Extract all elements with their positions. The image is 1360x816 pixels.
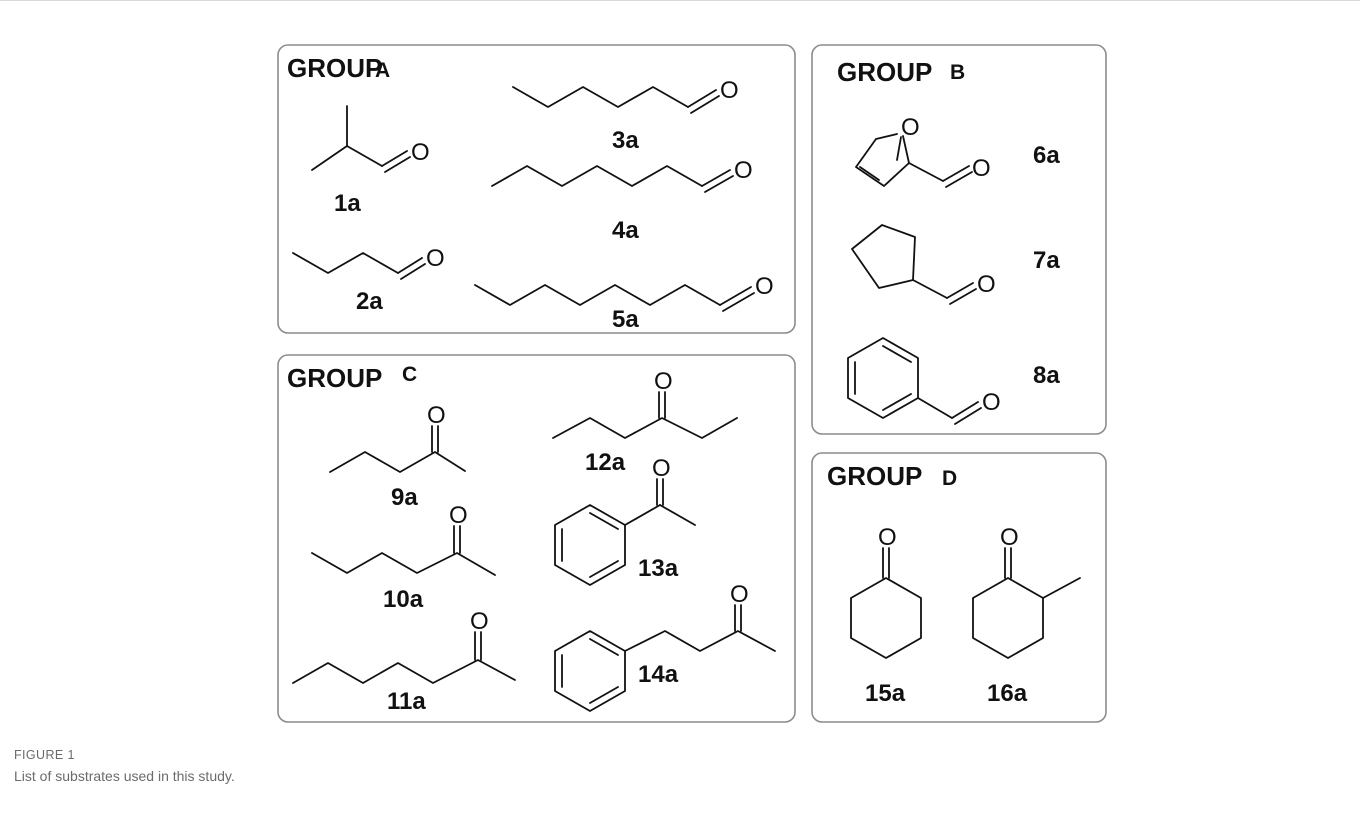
group-a-panel: GROUP A O 1a O 2a O 3a	[277, 44, 796, 334]
oxygen-atom: O	[449, 502, 468, 529]
structure-16a: O	[972, 524, 1081, 659]
structure-4a: O	[491, 157, 753, 193]
caption-label: FIGURE 1	[14, 748, 75, 762]
oxygen-atom: O	[734, 157, 753, 184]
oxygen-atom: O	[878, 524, 897, 551]
oxygen-atom: O	[426, 245, 445, 272]
group-d-letter: D	[942, 467, 957, 490]
group-d-panel: GROUP D O 15a O 16a	[811, 452, 1107, 723]
structure-12a: O	[552, 368, 738, 439]
structure-13a: O	[554, 455, 696, 586]
oxygen-atom: O	[654, 368, 673, 395]
compound-label-13a: 13a	[638, 555, 679, 582]
group-b-panel: GROUP B O O 6a O 7a	[811, 44, 1107, 435]
structure-3a: O	[512, 77, 739, 114]
caption-text: List of substrates used in this study.	[14, 768, 235, 784]
group-c-panel: GROUP C O 9a O 10a O 11a	[277, 354, 796, 723]
group-c-letter: C	[402, 363, 417, 386]
compound-label-3a: 3a	[612, 127, 639, 154]
group-b-frame	[811, 44, 1107, 435]
oxygen-atom: O	[901, 114, 920, 141]
group-a-title: GROUP	[287, 53, 382, 83]
compound-label-8a: 8a	[1033, 362, 1060, 389]
compound-label-14a: 14a	[638, 661, 679, 688]
compound-label-5a: 5a	[612, 306, 639, 333]
oxygen-atom: O	[1000, 524, 1019, 551]
compound-label-7a: 7a	[1033, 247, 1060, 274]
structure-8a: O	[847, 337, 1001, 425]
group-c-title: GROUP	[287, 363, 382, 393]
substrate-figure: GROUP A O 1a O 2a O 3a	[277, 44, 1107, 723]
group-d-title: GROUP	[827, 461, 922, 491]
top-rule	[0, 0, 1360, 1]
structure-14a: O	[554, 581, 776, 712]
structure-5a: O	[474, 273, 774, 312]
compound-label-6a: 6a	[1033, 142, 1060, 169]
group-b-letter: B	[950, 61, 965, 84]
compound-label-4a: 4a	[612, 217, 639, 244]
oxygen-atom: O	[977, 271, 996, 298]
structure-11a: O	[292, 608, 516, 684]
group-b-title: GROUP	[837, 57, 932, 87]
group-a-letter: A	[375, 59, 390, 82]
compound-label-11a: 11a	[387, 688, 426, 715]
oxygen-atom: O	[411, 139, 430, 166]
structure-1a: O	[311, 105, 430, 173]
structure-7a: O	[851, 224, 996, 305]
compound-label-2a: 2a	[356, 288, 383, 315]
structure-2a: O	[292, 245, 445, 280]
oxygen-atom: O	[755, 273, 774, 300]
oxygen-atom: O	[730, 581, 749, 608]
compound-label-15a: 15a	[865, 680, 906, 707]
oxygen-atom: O	[720, 77, 739, 104]
group-a-frame	[277, 44, 796, 334]
group-d-frame	[811, 452, 1107, 723]
oxygen-atom: O	[427, 402, 446, 429]
compound-label-12a: 12a	[585, 449, 626, 476]
oxygen-atom: O	[982, 389, 1001, 416]
structure-15a: O	[850, 524, 922, 659]
oxygen-atom: O	[652, 455, 671, 482]
compound-label-10a: 10a	[383, 586, 424, 613]
compound-label-9a: 9a	[391, 484, 418, 511]
structure-9a: O	[329, 402, 466, 473]
group-c-frame	[277, 354, 796, 723]
figure-caption: FIGURE 1 List of substrates used in this…	[14, 748, 914, 784]
compound-label-1a: 1a	[334, 190, 361, 217]
oxygen-atom: O	[972, 155, 991, 182]
oxygen-atom: O	[470, 608, 489, 635]
structure-6a: O O	[855, 114, 991, 188]
structure-10a: O	[311, 502, 496, 576]
compound-label-16a: 16a	[987, 680, 1028, 707]
